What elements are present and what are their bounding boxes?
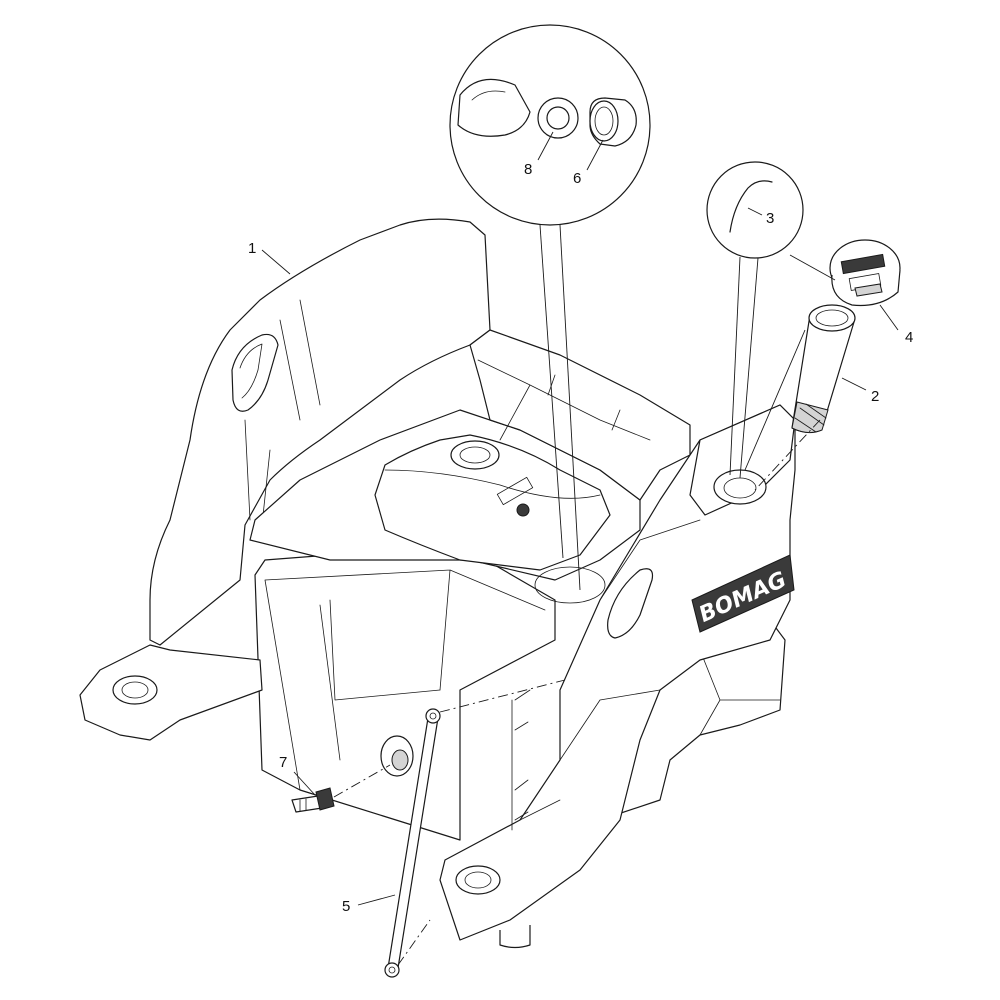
callout-leaders [261, 131, 899, 906]
level-tube-part-5 [384, 679, 566, 978]
drain-fitting-part-7 [291, 764, 391, 813]
washer-part-8 [537, 97, 579, 139]
tank-body [79, 218, 796, 949]
spring-clip-part-3 [729, 180, 773, 233]
pad-label-sticker [496, 476, 534, 517]
left-foot-hole [112, 675, 158, 705]
filler-neck-part-2 [744, 304, 856, 491]
callout-3: 3 [766, 210, 774, 227]
detail-circle-small [706, 161, 804, 259]
grommet [380, 735, 414, 777]
callout-8: 8 [524, 161, 532, 178]
callout-5: 5 [342, 898, 350, 915]
tank-lower-box [254, 544, 556, 841]
callout-6: 6 [573, 170, 581, 187]
detail-bubble-seals [449, 24, 651, 604]
tank-left-wall [149, 218, 491, 646]
sleeve-part-6 [589, 97, 637, 147]
arm-side-cutout [607, 568, 654, 639]
callout-2: 2 [871, 388, 879, 405]
filler-opening [713, 469, 767, 505]
tank-center-pad [374, 434, 611, 571]
right-foot-hole [455, 865, 501, 895]
tank-right-arm [439, 404, 796, 941]
bottom-stub [499, 925, 531, 949]
tank-cap-part-4 [829, 239, 901, 307]
left-wall-cutout [231, 333, 279, 412]
pad-opening [450, 440, 500, 470]
callout-labels: 1 2 3 4 5 6 7 8 [248, 161, 913, 915]
level-scale [514, 689, 531, 821]
detail-bubble-spring [706, 161, 804, 479]
tank-rear-deck [469, 329, 691, 501]
callout-7: 7 [279, 754, 287, 771]
left-foot [79, 644, 263, 741]
callout-4: 4 [905, 329, 913, 346]
callout-1: 1 [248, 240, 256, 257]
